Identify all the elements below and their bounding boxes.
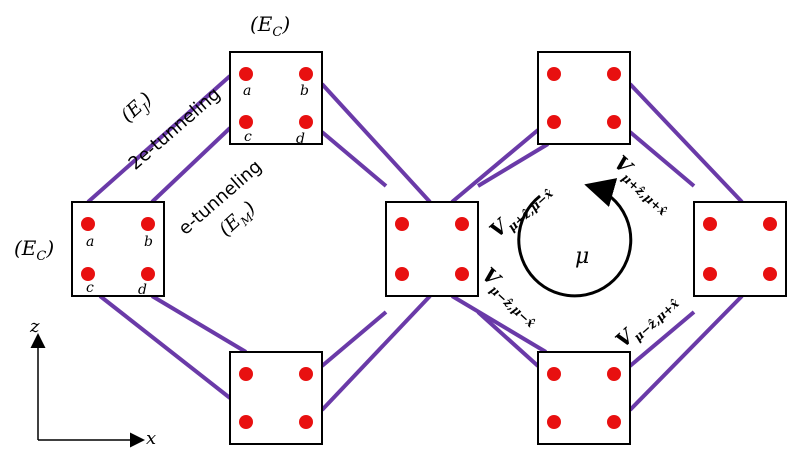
site-center-c bbox=[395, 267, 409, 281]
site-top-right-c bbox=[547, 115, 561, 129]
site-left-c bbox=[81, 267, 95, 281]
circulation-arrow bbox=[517, 178, 633, 298]
ec-left-text: (E bbox=[14, 236, 37, 260]
site-right-d bbox=[763, 267, 777, 281]
tunneling-link-3 bbox=[320, 82, 432, 204]
site-center-d bbox=[455, 267, 469, 281]
island-bottom-right bbox=[537, 351, 631, 445]
tunneling-link-13 bbox=[628, 82, 744, 204]
tunneling-link-2 bbox=[150, 126, 232, 204]
ec-top-text: (E bbox=[250, 12, 273, 36]
tunneling-links bbox=[86, 74, 744, 412]
sites bbox=[81, 67, 777, 429]
ec-top-sub: C bbox=[272, 25, 283, 40]
tunneling-link-6 bbox=[150, 294, 248, 354]
tunneling-link-15 bbox=[628, 294, 744, 412]
site-top-right-d bbox=[607, 115, 621, 129]
site-right-b bbox=[763, 217, 777, 231]
tunneling-link-11 bbox=[476, 310, 540, 368]
site-center-b bbox=[455, 217, 469, 231]
top-corner-a: a bbox=[243, 83, 252, 99]
ec-left-sub: C bbox=[36, 249, 47, 264]
site-bottom-right-c bbox=[547, 415, 561, 429]
site-left-a bbox=[81, 217, 95, 231]
site-left-b bbox=[141, 217, 155, 231]
tunneling-link-8 bbox=[320, 310, 388, 368]
left-corner-c: c bbox=[86, 280, 94, 296]
top-corner-c: c bbox=[244, 129, 252, 145]
site-top-left-a bbox=[239, 67, 253, 81]
tunneling-link-10 bbox=[450, 128, 540, 204]
axes bbox=[30, 333, 145, 448]
x-axis-label: x bbox=[146, 428, 157, 449]
site-bottom-left-c bbox=[239, 415, 253, 429]
site-left-d bbox=[141, 267, 155, 281]
tunneling-link-1 bbox=[86, 74, 232, 204]
site-top-left-d bbox=[299, 115, 313, 129]
tunneling-link-9 bbox=[476, 142, 550, 188]
site-top-right-b bbox=[607, 67, 621, 81]
site-bottom-right-b bbox=[607, 367, 621, 381]
site-top-left-c bbox=[239, 115, 253, 129]
site-bottom-left-b bbox=[299, 367, 313, 381]
top-corner-b: b bbox=[300, 83, 309, 99]
island-center bbox=[385, 201, 479, 297]
tunneling-link-14 bbox=[628, 130, 696, 188]
tunneling-link-16 bbox=[628, 310, 696, 368]
site-top-left-b bbox=[299, 67, 313, 81]
circulation-arc-icon bbox=[517, 178, 633, 298]
ec-left-label: (EC) bbox=[14, 238, 54, 263]
left-corner-b: b bbox=[144, 234, 153, 250]
island-top-right bbox=[537, 51, 631, 145]
tunneling-link-5 bbox=[98, 294, 232, 400]
ec-top-close: ) bbox=[282, 12, 291, 36]
tunneling-link-4 bbox=[320, 130, 388, 188]
site-right-a bbox=[703, 217, 717, 231]
top-corner-d: d bbox=[296, 131, 305, 147]
left-corner-d: d bbox=[138, 282, 147, 298]
site-right-c bbox=[703, 267, 717, 281]
site-center-a bbox=[395, 217, 409, 231]
site-bottom-right-a bbox=[547, 367, 561, 381]
plaquette-mu-label: μ bbox=[575, 244, 590, 269]
island-right bbox=[693, 201, 787, 297]
z-axis-label: z bbox=[30, 316, 40, 337]
site-bottom-left-a bbox=[239, 367, 253, 381]
island-bottom-left bbox=[229, 351, 323, 445]
site-top-right-a bbox=[547, 67, 561, 81]
ec-top-label: (EC) bbox=[250, 14, 290, 39]
tunneling-link-7 bbox=[320, 294, 432, 412]
site-bottom-right-d bbox=[607, 415, 621, 429]
left-corner-a: a bbox=[86, 234, 95, 250]
tunneling-link-12 bbox=[450, 294, 548, 354]
ec-left-close: ) bbox=[46, 236, 55, 260]
site-bottom-left-d bbox=[299, 415, 313, 429]
